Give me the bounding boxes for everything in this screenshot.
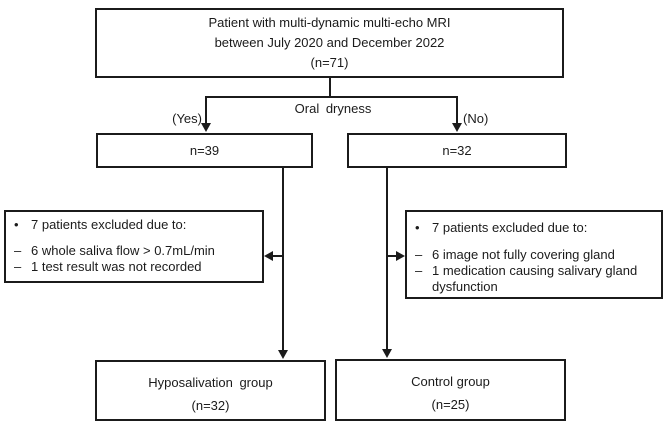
hyposalivation-group-box: Hyposalivation group (n=32) bbox=[95, 360, 326, 421]
hyposalivation-group-count: (n=32) bbox=[191, 397, 230, 413]
yes-count-box: n=39 bbox=[96, 133, 313, 168]
decision-no-label: (No) bbox=[463, 111, 489, 126]
no-count-label: n=32 bbox=[442, 143, 472, 158]
arrowhead-hypo bbox=[278, 350, 288, 359]
right-exclusion-item: – 6 image not fully covering gland bbox=[415, 247, 656, 263]
dash-icon: – bbox=[415, 263, 423, 278]
arrowhead-yes bbox=[201, 123, 211, 132]
control-group-count: (n=25) bbox=[431, 397, 470, 412]
enrollment-line2: between July 2020 and December 2022 bbox=[214, 35, 445, 50]
left-exclusion-heading: 7 patients excluded due to: bbox=[31, 217, 187, 232]
dash-icon: – bbox=[14, 259, 22, 274]
arrowhead-control bbox=[382, 349, 392, 358]
yes-count-label: n=39 bbox=[189, 143, 220, 158]
control-group-box: Control group (n=25) bbox=[335, 359, 566, 421]
right-exclusion-heading-row: • 7 patients excluded due to: bbox=[415, 219, 656, 236]
decision-label: Oral dryness bbox=[294, 101, 372, 116]
left-exclusion-item: – 6 whole saliva flow > 0.7mL/min bbox=[14, 243, 257, 259]
left-exclusion-item-text: 6 whole saliva flow > 0.7mL/min bbox=[31, 243, 215, 258]
no-count-box: n=32 bbox=[347, 133, 567, 168]
enrollment-count: (n=71) bbox=[310, 55, 349, 70]
right-exclusion-item: – 1 medication causing salivary gland dy… bbox=[415, 263, 656, 295]
control-group-label: Control group bbox=[411, 374, 490, 389]
left-exclusion-heading-row: • 7 patients excluded due to: bbox=[14, 216, 257, 233]
left-exclusion-box: • 7 patients excluded due to: – 6 whole … bbox=[4, 210, 264, 283]
arrowhead-left-exclusion bbox=[264, 251, 273, 261]
bullet-icon: • bbox=[14, 217, 19, 232]
enrollment-line1: Patient with multi-dynamic multi-echo MR… bbox=[208, 15, 451, 30]
decision-yes-label: (Yes) bbox=[172, 111, 202, 126]
right-exclusion-heading: 7 patients excluded due to: bbox=[432, 220, 588, 235]
dash-icon: – bbox=[415, 247, 423, 262]
arrowhead-right-exclusion bbox=[396, 251, 405, 261]
left-exclusion-item-text: 1 test result was not recorded bbox=[31, 259, 202, 274]
left-exclusion-item: – 1 test result was not recorded bbox=[14, 259, 257, 275]
right-exclusion-box: • 7 patients excluded due to: – 6 image … bbox=[405, 210, 663, 299]
dash-icon: – bbox=[14, 243, 22, 258]
enrollment-box: Patient with multi-dynamic multi-echo MR… bbox=[95, 8, 564, 78]
bullet-icon: • bbox=[415, 220, 420, 235]
right-exclusion-item-text: 1 medication causing salivary gland dysf… bbox=[432, 263, 638, 294]
right-exclusion-item-text: 6 image not fully covering gland bbox=[432, 247, 615, 262]
hyposalivation-group-label: Hyposalivation group bbox=[148, 374, 273, 390]
arrowhead-no bbox=[452, 123, 462, 132]
